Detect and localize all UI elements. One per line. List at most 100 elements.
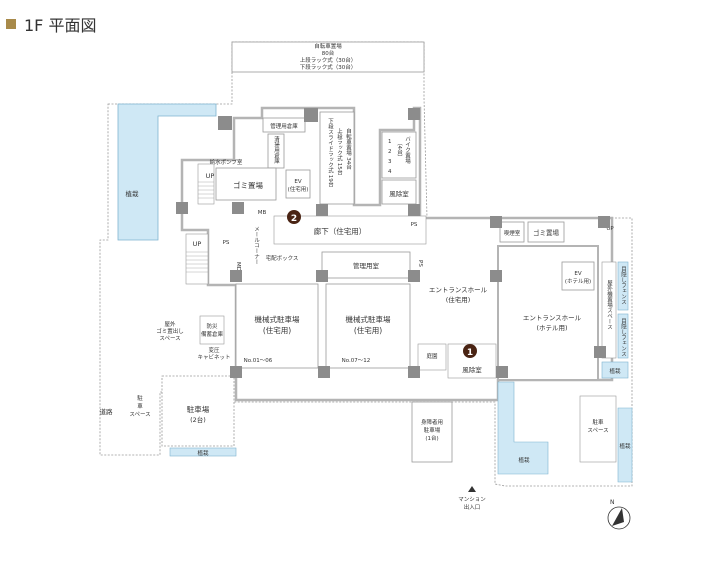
ev-hotel-label-2: (ホテル用) <box>565 278 591 285</box>
windbreak-room-label: 風除室 <box>462 365 482 374</box>
mansion-entrance-label-1: マンション <box>458 496 486 503</box>
page-title: 1F 平面図 <box>24 16 97 35</box>
header-accent-mark <box>6 19 16 29</box>
mail-label: MB <box>258 210 267 216</box>
mech-parking-1-no: No.01～06 <box>244 358 273 364</box>
fence-1-label: 目隠しフェンス <box>620 266 627 305</box>
bike-parking-label-2: 80台 <box>322 49 335 57</box>
hotel-outdoor-unit-label: 屋外機置場スペース <box>606 280 613 330</box>
ps-label-2: PS <box>411 222 418 228</box>
north-label: N <box>610 499 615 506</box>
parking-space-left-3: スペース <box>129 411 150 418</box>
planting-hotel-small <box>601 361 629 379</box>
planting-bottom-center <box>497 381 549 475</box>
motorbike-num-3: 3 <box>388 159 392 165</box>
bike-rack-vertical-label-2: 上段ラック式 15台 <box>336 127 343 177</box>
marker-2 <box>287 210 301 224</box>
parking-space-right <box>579 395 617 463</box>
marker-1-label: 1 <box>467 348 473 358</box>
ev-residential-label-1: EV <box>294 179 301 185</box>
up-label-2: UP <box>193 240 202 248</box>
entrance-arrow-icon <box>468 486 476 492</box>
ev-residential-label-2: (住宅用) <box>288 185 309 193</box>
accessible-parking-label-3: (1台) <box>425 434 438 442</box>
entrance-hall-hotel-label-1: エントランスホール <box>523 314 582 322</box>
disaster-storage <box>199 315 225 345</box>
mech-parking-2-no: No.07～12 <box>342 358 371 364</box>
parking-space-left-2: 車 <box>137 402 143 410</box>
motorbike-label: バイク置場 <box>404 136 411 165</box>
motorbike-num-2: 2 <box>388 149 392 155</box>
ev-hotel-label-1: EV <box>574 271 581 277</box>
garbage-room-hotel-label: ゴミ置場 <box>533 228 560 237</box>
up-label-1: UP <box>206 172 215 180</box>
bike-rack-vertical-label-1: 下段スライドラック式 19台 <box>327 118 334 189</box>
windbreak-room-top <box>381 179 417 205</box>
parking-space-right-label-1: 駐車 <box>592 418 604 426</box>
page-header: 1F 平面図 <box>6 14 97 35</box>
planting-bottom-right-label: 植栽 <box>619 442 631 450</box>
parking-space-left-1: 駐 <box>137 394 143 402</box>
motorbike-parking <box>381 131 417 179</box>
accessible-parking <box>411 401 453 463</box>
motorbike-num-4: 4 <box>388 169 392 175</box>
pump-room-label: 給水ポンプ室 <box>210 158 243 166</box>
outdoor-garbage-label-3: スペース <box>159 335 180 342</box>
parking-2-label-1: 駐車場 <box>187 404 210 414</box>
transformer-label-2: キャビネット <box>197 353 230 361</box>
garbage-room-hotel <box>527 221 565 243</box>
outdoor-garbage-label-1: 屋外 <box>164 320 176 328</box>
disaster-storage-label: 防災 <box>206 322 218 330</box>
mdf-label: MDF <box>235 262 241 274</box>
ps-label-1: PS <box>223 240 230 246</box>
smoking-room-label: 喫煙室 <box>504 229 521 237</box>
accessible-parking-label-2: 駐車場 <box>424 426 441 434</box>
motorbike-num-1: 1 <box>388 139 392 145</box>
mansion-entrance-label-2: 出入口 <box>464 503 481 511</box>
transformer-label-1: 変圧 <box>208 346 220 354</box>
planting-bottom-center-label: 植栽 <box>518 456 530 464</box>
entrance-hall-res-label-1: エントランスホール <box>429 286 488 294</box>
planting-left-label: 植栽 <box>126 189 140 198</box>
entrance-hall-res-label-2: (住宅用) <box>446 295 471 304</box>
planting-bottom-left-label: 植栽 <box>197 449 209 457</box>
fence-1 <box>617 261 629 311</box>
mech-parking-1 <box>235 283 319 369</box>
mech-parking-2 <box>325 283 411 369</box>
management-room <box>321 251 411 279</box>
fence-2-label: 目隠しフェンス <box>620 318 627 357</box>
pillars <box>176 108 610 378</box>
cleaning-storage-label: 清掃用倉庫 <box>273 135 280 165</box>
north-arrow-icon: N <box>607 499 631 530</box>
disaster-storage-label-2: 備蓄倉庫 <box>201 330 224 338</box>
bike-parking-label-4: 下段ラック式（30台） <box>300 63 357 71</box>
smoking-room <box>499 221 525 243</box>
planting-hotel-small-label: 植栽 <box>609 367 621 375</box>
outdoor-garbage-label-2: ゴミ置出し <box>156 327 184 335</box>
up-label-3: UP <box>606 226 614 232</box>
motorbike-count: （4台） <box>396 140 403 160</box>
marker-2-label: 2 <box>291 214 297 224</box>
management-room-label: 管理用室 <box>353 261 380 270</box>
mech-parking-1-label-1: 機械式駐車場 <box>255 314 300 324</box>
planting-left <box>117 103 217 241</box>
mech-parking-2-label-1: 機械式駐車場 <box>346 314 391 324</box>
delivery-box-label: 宅配ボックス <box>266 254 299 262</box>
parking-area-lower-left <box>161 375 235 447</box>
ev-residential <box>285 169 311 199</box>
entrance-hall-hotel-label-2: (ホテル用) <box>536 324 567 332</box>
marker-1 <box>463 344 477 358</box>
garden-room-label: 庭園 <box>426 352 438 360</box>
hotel-outdoor-unit-space <box>601 261 617 359</box>
windbreak-room-top-label: 風除室 <box>389 189 409 198</box>
mail-corner-label: メールコーナー <box>253 226 260 265</box>
bike-parking-label-3: 上段ラック式（30台） <box>300 56 357 64</box>
parking-2-label-2: (2台) <box>190 415 206 424</box>
stairs-left-bottom <box>185 233 209 285</box>
management-storage-room <box>262 117 306 133</box>
road-label: 道路 <box>100 407 114 416</box>
garbage-room <box>215 167 277 201</box>
ps-label-3: PS <box>417 260 423 267</box>
bike-rack-vertical-label-3: 自転車置場 34台 <box>345 127 352 171</box>
